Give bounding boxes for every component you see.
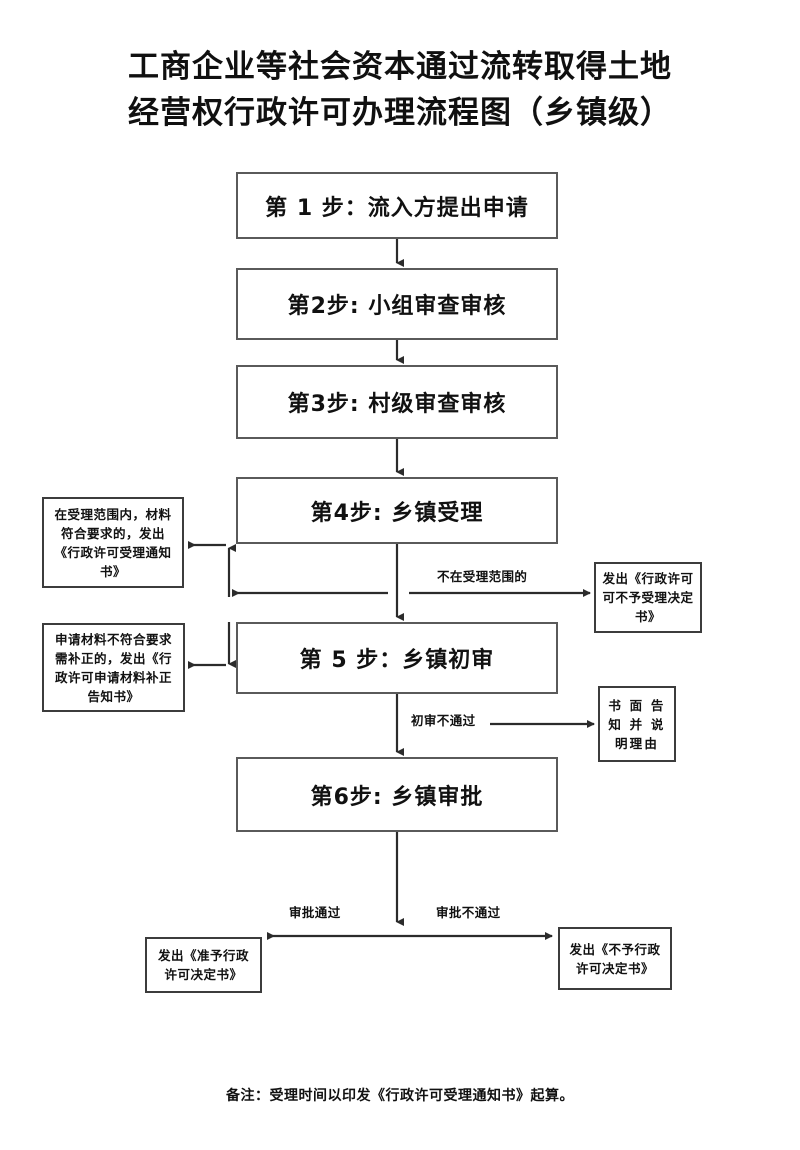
side-box-accept-in-scope[interactable]: 在受理范围内，材料符合要求的，发出《行政许可受理通知书》 (42, 497, 184, 588)
side-box-material-needs-fix-label: 申请材料不符合要求需补正的，发出《行政许可申请材料补正告知书》 (54, 631, 172, 704)
edge-label-first-review-failed: 初审不通过 (411, 710, 476, 729)
edge-label-approval-passed: 审批通过 (289, 902, 341, 921)
page-title-line-2: 经营权行政许可办理流程图（乡镇级） (128, 95, 672, 131)
step-box-2[interactable]: 第2步: 小组审查审核 (236, 268, 558, 340)
step-box-4-label: 第4步: 乡镇受理 (310, 500, 484, 526)
side-box-not-in-scope-result-label: 发出《行政许可可不予受理决定书》 (602, 571, 694, 624)
step-box-2-label: 第2步: 小组审查审核 (287, 294, 507, 319)
side-box-reject-result-label: 发出《不予行政许可决定书》 (569, 941, 661, 976)
step-box-3-label: 第3步: 村级审查审核 (287, 392, 507, 417)
side-box-accept-in-scope-label: 在受理范围内，材料符合要求的，发出《行政许可受理通知书》 (54, 506, 172, 579)
side-box-not-in-scope-result[interactable]: 发出《行政许可可不予受理决定书》 (594, 562, 702, 633)
page-title: 工商企业等社会资本通过流转取得土地 经营权行政许可办理流程图（乡镇级） (60, 44, 740, 136)
step-box-5-label: 第 5 步：乡镇初审 (299, 648, 495, 673)
side-box-approve-result-label: 发出《准予行政许可决定书》 (157, 948, 249, 982)
edge-label-approval-passed-text: 审批通过 (289, 905, 341, 920)
step-box-4[interactable]: 第4步: 乡镇受理 (236, 477, 558, 544)
step-box-5[interactable]: 第 5 步：乡镇初审 (236, 622, 558, 694)
step-box-6-label: 第6步: 乡镇审批 (310, 784, 484, 810)
page-title-line-1: 工商企业等社会资本通过流转取得土地 (128, 49, 672, 85)
step-box-1-label: 第 1 步：流入方提出申请 (265, 195, 529, 221)
edge-label-first-review-failed-text: 初审不通过 (411, 713, 476, 728)
step-box-1[interactable]: 第 1 步：流入方提出申请 (236, 172, 558, 239)
edge-label-not-in-scope: 不在受理范围的 (437, 566, 527, 585)
side-box-written-notice[interactable]: 书 面 告知 并 说明理由 (598, 686, 676, 762)
step-box-6[interactable]: 第6步: 乡镇审批 (236, 757, 558, 832)
edge-label-not-in-scope-text: 不在受理范围的 (437, 569, 528, 584)
step-box-3[interactable]: 第3步: 村级审查审核 (236, 365, 558, 439)
side-box-reject-result[interactable]: 发出《不予行政许可决定书》 (558, 927, 672, 990)
side-box-approve-result[interactable]: 发出《准予行政许可决定书》 (145, 937, 262, 993)
side-box-material-needs-fix[interactable]: 申请材料不符合要求需补正的，发出《行政许可申请材料补正告知书》 (42, 623, 185, 712)
footer-note-text: 备注：受理时间以印发《行政许可受理通知书》起算。 (226, 1088, 574, 1104)
footer-note: 备注：受理时间以印发《行政许可受理通知书》起算。 (0, 1085, 800, 1105)
edge-label-approval-failed-text: 审批不通过 (436, 905, 501, 920)
edge-label-approval-failed: 审批不通过 (436, 902, 501, 921)
side-box-written-notice-label: 书 面 告知 并 说明理由 (608, 697, 666, 751)
